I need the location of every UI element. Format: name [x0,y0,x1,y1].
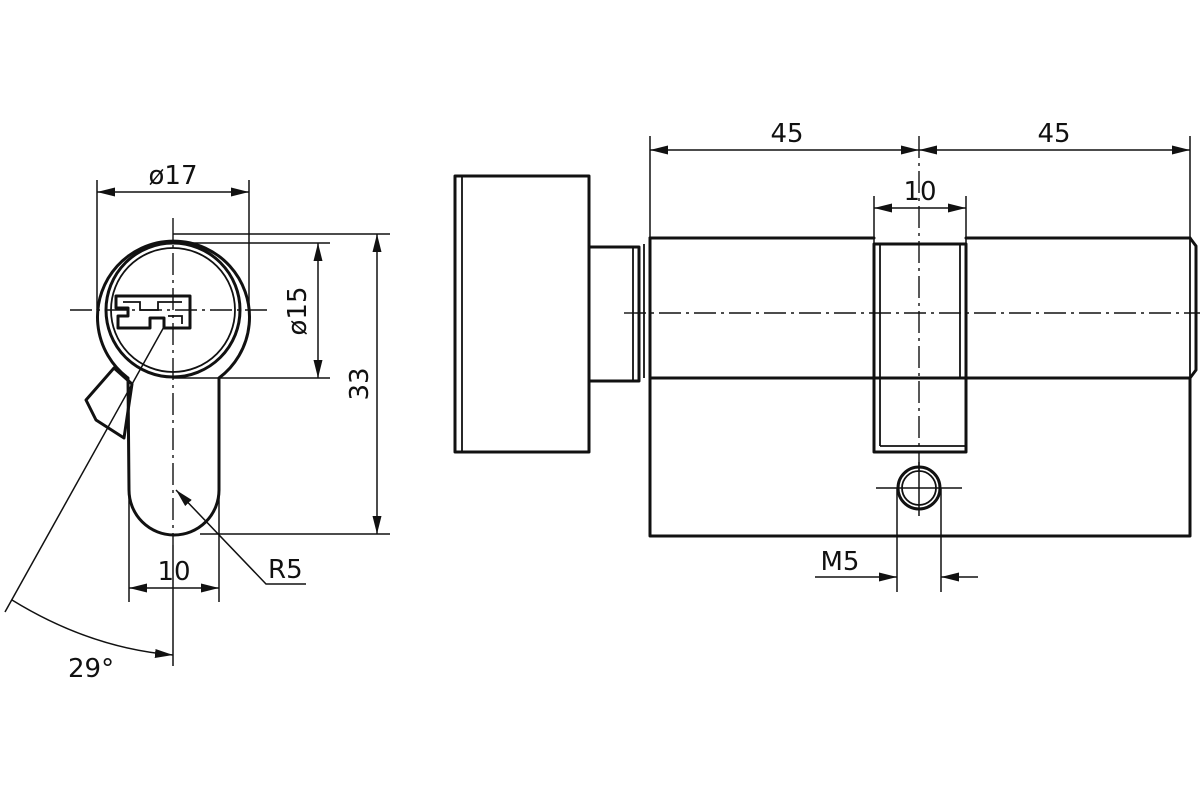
cam-lobe [872,376,968,454]
label-angle: 29° [68,654,114,684]
thumb-turn-knob [453,174,591,454]
keyway [114,294,192,330]
label-diameter-inner: ø15 [283,287,313,336]
label-radius: R5 [268,555,303,585]
side-view: 45 45 10 M5 [453,119,1200,592]
label-width-bottom: 10 [157,557,190,587]
cylinder-body-outline [648,236,1192,538]
label-cam-width: 10 [903,177,936,207]
cam-housing [872,242,968,380]
label-height-total: 33 [345,367,375,400]
body-right-edge [1188,236,1198,380]
label-length-right: 45 [1037,119,1070,149]
angle-line [4,324,166,613]
leader-radius [175,489,306,585]
angle-arc [11,599,174,658]
label-diameter-outer: ø17 [149,161,198,191]
cam-tab [84,366,134,440]
knob-neck [587,245,641,383]
label-thread: M5 [821,547,860,577]
label-length-left: 45 [770,119,803,149]
front-view: ø17 ø15 33 10 R5 29° [4,161,390,684]
